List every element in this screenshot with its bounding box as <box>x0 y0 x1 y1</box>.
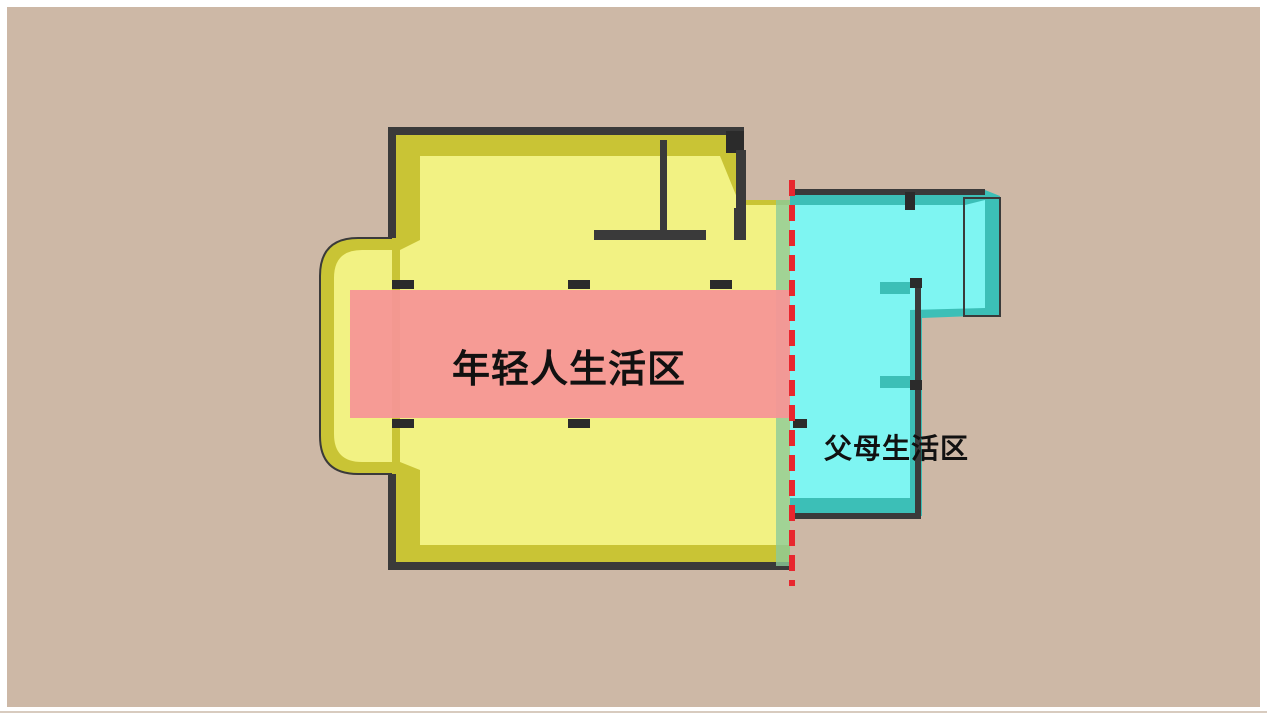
young-wall-right-upper <box>736 150 746 240</box>
parent-wall-stub <box>905 192 915 210</box>
balcony-outline <box>963 197 1001 317</box>
wardrobe-ledge-2 <box>880 376 910 388</box>
column-markers <box>392 280 807 428</box>
interior-partition-horizontal <box>594 230 706 240</box>
parent-wall-right <box>790 278 921 519</box>
column-marker <box>392 419 414 428</box>
column-marker <box>392 280 414 289</box>
interior-door-jamb <box>734 208 740 240</box>
parent-pillar-2 <box>910 380 922 390</box>
young-zone-band <box>350 290 790 418</box>
parent-zone-label: 父母生活区 <box>824 432 970 465</box>
wardrobe-ledge-1 <box>880 282 910 294</box>
column-marker <box>710 280 732 289</box>
parent-zone <box>790 189 1001 519</box>
parent-pillar-1 <box>910 278 922 288</box>
interior-partition-vertical <box>660 140 667 232</box>
young-wall-bottom <box>388 474 790 570</box>
young-zone-label: 年轻人生活区 <box>452 347 687 391</box>
parent-room-floor <box>790 200 985 498</box>
column-marker <box>568 419 590 428</box>
column-marker <box>793 419 807 428</box>
young-wall-top <box>388 127 744 238</box>
column-marker <box>568 280 590 289</box>
wall-pillar <box>726 131 744 153</box>
